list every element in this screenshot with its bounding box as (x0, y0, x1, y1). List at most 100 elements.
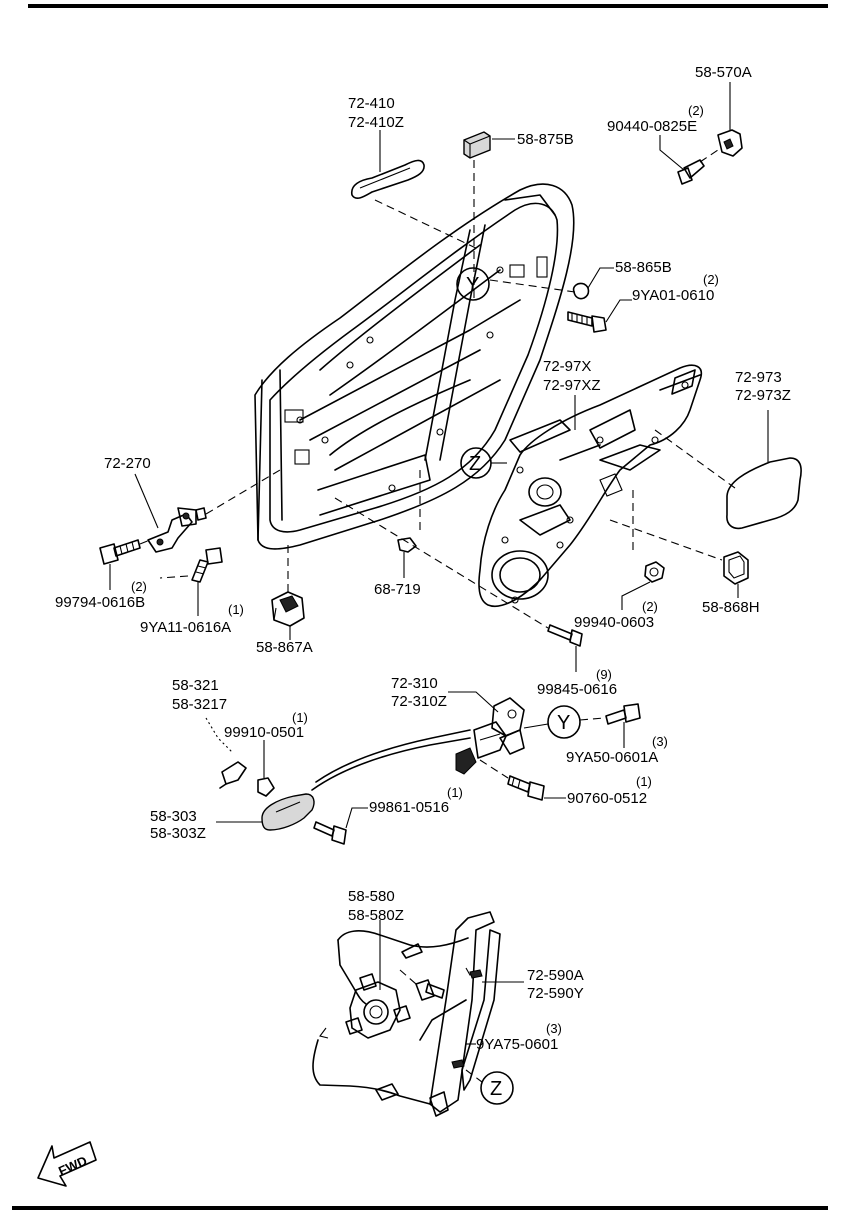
leader-58-865B (587, 267, 614, 289)
qty-9YA11: (1) (228, 602, 244, 617)
clip-68-719-part (397, 537, 417, 553)
qty-99794: (2) (131, 579, 147, 594)
label-58-3217: 58-3217 (172, 696, 227, 713)
label-99861: 99861-0516 (369, 799, 449, 816)
grommet-58-868H-part (723, 551, 749, 585)
label-72-310Z: 72-310Z (391, 693, 447, 710)
leader-90440 (659, 135, 685, 171)
label-9YA50: 9YA50-0601A (566, 749, 658, 766)
leader-9YA01 (605, 299, 632, 323)
dash-handle-to-door (374, 199, 481, 251)
leader-58-321 (205, 717, 233, 753)
seal-pad-part (726, 457, 802, 530)
label-58-321: 58-321 (172, 677, 219, 694)
bolt-90760-part (507, 775, 545, 801)
bolt-99794-part (99, 539, 141, 565)
dash-z-to-regulator (465, 1069, 483, 1083)
leader-72-310 (448, 691, 499, 713)
leader-72-270 (134, 473, 159, 529)
label-9YA75: 9YA75-0601 (476, 1036, 558, 1053)
qty-99861: (1) (447, 785, 463, 800)
clip-99910-part (257, 777, 275, 797)
qty-9YA01: (2) (703, 272, 719, 287)
callout-y-top: Y (466, 274, 479, 296)
bolt-9YA50-part (605, 703, 641, 725)
dash-bolt9YA11 (159, 575, 189, 579)
qty-90760: (1) (636, 774, 652, 789)
label-90760: 90760-0512 (567, 790, 647, 807)
dash-y-to-9YA50 (579, 717, 605, 721)
module-panel-part (478, 364, 702, 607)
qty-99910: (1) (292, 710, 308, 725)
fwd-label: FWD (56, 1153, 89, 1179)
callout-y-lock: Y (557, 712, 570, 734)
label-72-410Z: 72-410Z (348, 114, 404, 131)
label-99845: 99845-0616 (537, 681, 617, 698)
door-lock-part (455, 697, 525, 775)
label-58-303Z: 58-303Z (150, 825, 206, 842)
label-99940: 99940-0603 (574, 614, 654, 631)
label-72-310: 72-310 (391, 675, 438, 692)
bolt-9YA75-part (415, 979, 445, 1001)
label-58-868H: 58-868H (702, 599, 760, 616)
screw-99845-part (547, 624, 583, 647)
callout-z-panel: Z (469, 453, 481, 475)
label-72-97X: 72-97X (543, 358, 591, 375)
qty-99845: (9) (596, 667, 612, 682)
label-58-867A: 58-867A (256, 639, 313, 656)
bolt-9YA01-part (567, 311, 607, 333)
label-72-973: 72-973 (735, 369, 782, 386)
label-58-865B: 58-865B (615, 259, 672, 276)
label-58-580: 58-580 (348, 888, 395, 905)
dash-bolt-to-bracket (699, 149, 719, 163)
leader-99861 (345, 807, 368, 829)
label-9YA01: 9YA01-0610 (632, 287, 714, 304)
bolt-90440-part (677, 159, 705, 185)
label-99910: 99910-0501 (224, 724, 304, 741)
qty-90440: (2) (688, 103, 704, 118)
clip-58-865B-part (572, 282, 590, 300)
dash-door-to-screw (334, 497, 549, 629)
label-72-590A: 72-590A (527, 967, 584, 984)
lock-cable-2 (315, 729, 471, 783)
callout-z-regulator: Z (490, 1078, 502, 1100)
fwd-arrow-icon: FWD (37, 1141, 97, 1187)
dash-panel-to-seal (654, 429, 736, 489)
callout-z-regulator-circle (480, 1071, 514, 1105)
qty-9YA50: (3) (652, 734, 668, 749)
bracket-58-867A-part (271, 591, 305, 627)
dash-check-to-door (205, 469, 281, 515)
label-58-570A: 58-570A (695, 64, 752, 81)
bracket-58-570A-part (717, 129, 743, 157)
label-68-719: 68-719 (374, 581, 421, 598)
qty-9YA75: (3) (546, 1021, 562, 1036)
rod-clip-58-321-part (219, 761, 247, 789)
label-58-303: 58-303 (150, 808, 197, 825)
dash-lock-to-90760 (479, 759, 509, 779)
label-58-580Z: 58-580Z (348, 907, 404, 924)
dash-y-to-clip (489, 279, 576, 293)
callout-y-top-circle (456, 267, 490, 301)
dash-motor-to-bolt (399, 969, 417, 985)
label-90440: 90440-0825E (607, 118, 697, 135)
window-regulator-part (312, 911, 501, 1117)
leader-99940 (621, 581, 651, 610)
label-9YA11: 9YA11-0616A (140, 619, 231, 636)
label-99794: 99794-0616B (55, 594, 145, 611)
leader-y-lock (523, 723, 549, 729)
outside-handle-part (350, 159, 425, 199)
nut-99940-part (644, 561, 665, 583)
door-inner-panel (254, 183, 575, 550)
label-72-590Y: 72-590Y (527, 985, 584, 1002)
label-72-410: 72-410 (348, 95, 395, 112)
bolt-9YA11-part (191, 547, 223, 583)
dash-bolt99794-to-check (139, 539, 151, 545)
door-check-part (147, 507, 207, 553)
qty-99940: (2) (642, 599, 658, 614)
cap-part (463, 131, 491, 159)
label-58-875B: 58-875B (517, 131, 574, 148)
screw-99861-part (313, 821, 347, 845)
dash-panel-to-grommet (609, 519, 723, 561)
regulator-motor-part (345, 973, 411, 1039)
